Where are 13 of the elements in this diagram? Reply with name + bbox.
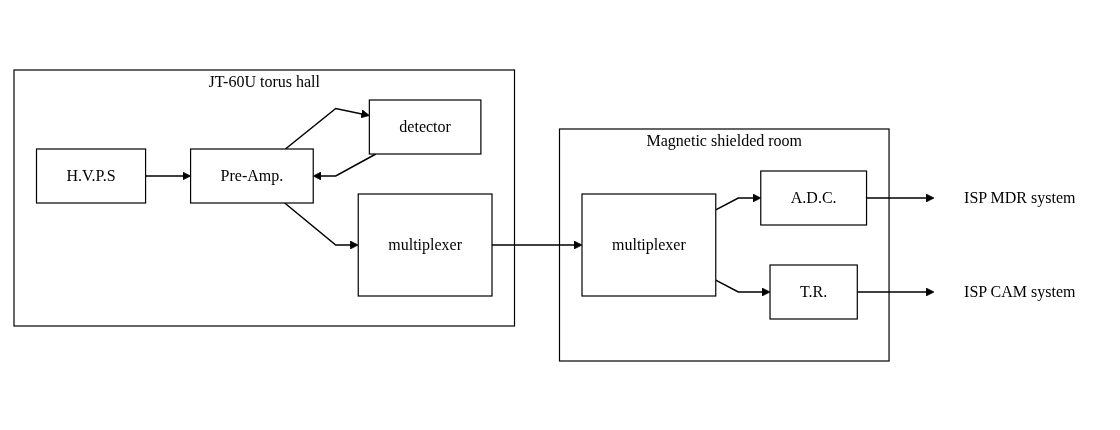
node-box: A.D.C.	[760, 169, 868, 226]
node-text: ISP MDR system	[964, 188, 1076, 206]
arrow	[313, 152, 377, 180]
node-box: multiplexer	[581, 192, 717, 297]
node-box: Pre-Amp.	[190, 147, 315, 204]
node-box: T.R.	[769, 263, 859, 320]
node-box: H.V.P.S	[36, 147, 147, 204]
node-box: detector	[369, 98, 482, 155]
node-box: multiplexer	[357, 192, 493, 297]
arrow	[866, 193, 935, 202]
arrow	[284, 107, 370, 150]
arrow	[284, 201, 359, 249]
node-text: ISP CAM system	[964, 282, 1076, 300]
